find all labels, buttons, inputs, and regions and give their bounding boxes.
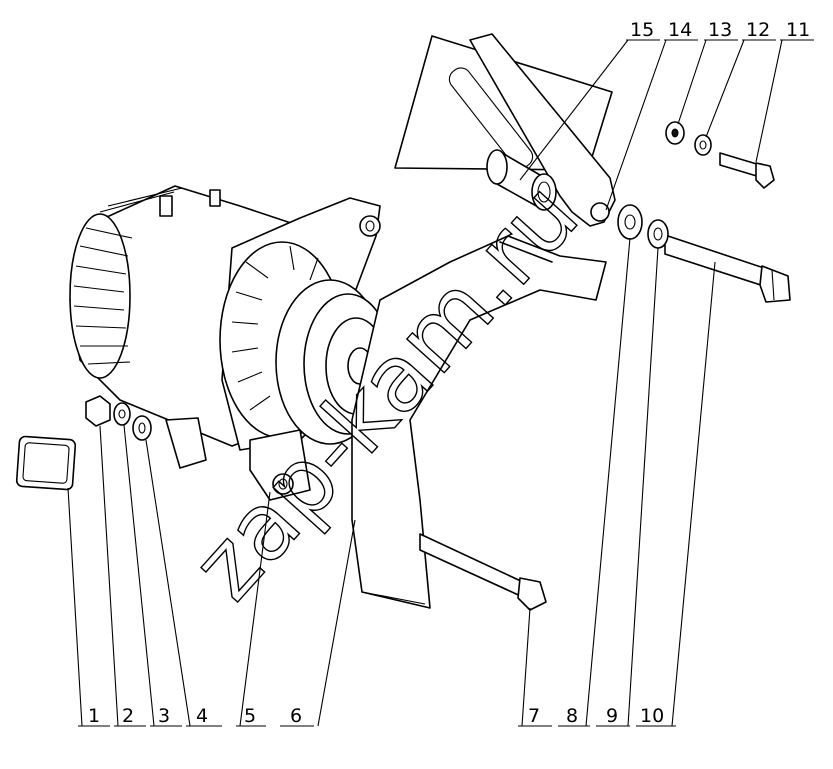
washer-3 xyxy=(113,402,131,426)
alternator xyxy=(69,185,393,501)
callout-6: 6 xyxy=(290,705,302,727)
washer-13 xyxy=(665,121,685,145)
callout-3: 3 xyxy=(158,705,170,727)
washer-12 xyxy=(694,134,712,156)
front-bracket-6 xyxy=(351,235,607,609)
callout-5: 5 xyxy=(244,705,256,727)
nut-9 xyxy=(647,219,669,249)
leader-lines-top xyxy=(519,39,814,211)
callout-7: 7 xyxy=(528,705,540,727)
adjusting-bracket xyxy=(448,33,616,227)
callout-10: 10 xyxy=(640,705,664,727)
leader-lines xyxy=(67,237,716,727)
long-bolt-10 xyxy=(664,234,791,303)
bolt-7 xyxy=(419,533,547,611)
callout-4: 4 xyxy=(196,705,208,727)
callout-8: 8 xyxy=(566,705,578,727)
callout-labels: 1 2 3 4 5 6 7 8 9 10 11 12 13 14 15 xyxy=(88,19,810,727)
nut-2 xyxy=(85,395,111,427)
callout-9: 9 xyxy=(606,705,618,727)
callout-13: 13 xyxy=(708,19,732,41)
callout-2: 2 xyxy=(122,705,134,727)
callout-15: 15 xyxy=(630,19,654,41)
bolt-11 xyxy=(719,152,775,189)
callout-14: 14 xyxy=(668,19,692,41)
spacer-bushing-15 xyxy=(486,149,557,211)
washer-8 xyxy=(617,204,643,240)
washer-4 xyxy=(132,415,152,441)
callout-1: 1 xyxy=(88,705,100,727)
callout-12: 12 xyxy=(746,19,770,41)
plate-1 xyxy=(15,435,77,491)
callout-11: 11 xyxy=(786,19,810,41)
